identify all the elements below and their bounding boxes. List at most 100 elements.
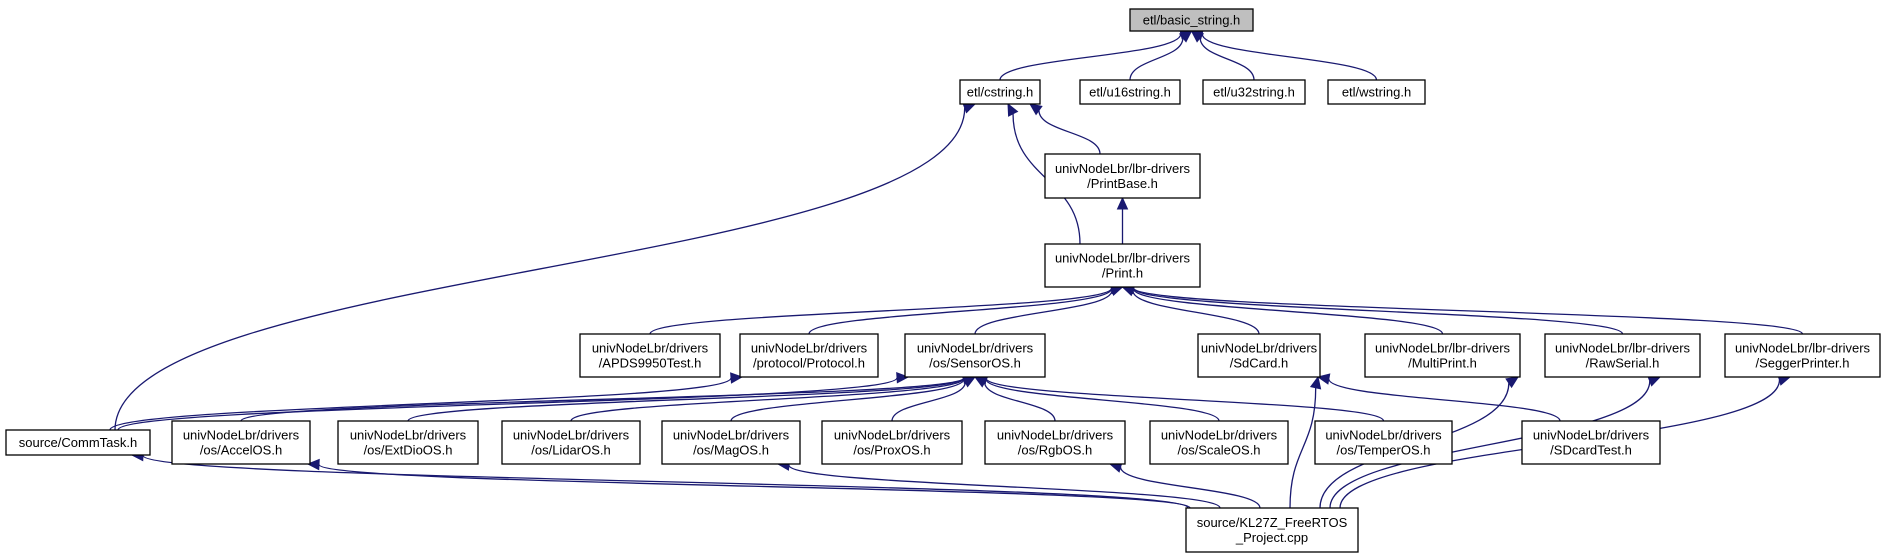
node-box[interactable]: [501, 420, 641, 465]
node-box[interactable]: [1129, 8, 1254, 32]
node-u32[interactable]: etl/u32string.h: [1202, 79, 1306, 105]
node-wstring[interactable]: etl/wstring.h: [1327, 79, 1426, 105]
node-box[interactable]: [984, 420, 1126, 465]
node-root[interactable]: etl/basic_string.h: [1129, 8, 1254, 32]
node-multiprint[interactable]: univNodeLbr/lbr-drivers/MultiPrint.h: [1364, 333, 1521, 378]
node-label-line: etl/u32string.h: [1213, 85, 1295, 100]
edge-line: [649, 287, 1113, 335]
edge-line: [891, 381, 966, 422]
node-lidaros[interactable]: univNodeLbr/drivers/os/LidarOS.h: [501, 420, 641, 465]
node-scaleos[interactable]: univNodeLbr/drivers/os/ScaleOS.h: [1149, 420, 1289, 465]
node-box[interactable]: [739, 333, 879, 378]
node-printbase[interactable]: univNodeLbr/lbr-drivers/PrintBase.h: [1044, 153, 1201, 199]
edge-arrowhead: [1116, 196, 1129, 210]
node-label-line: etl/basic_string.h: [1143, 13, 1241, 28]
node-box[interactable]: [1724, 333, 1881, 378]
edge-line: [985, 377, 1385, 422]
node-box[interactable]: [337, 420, 479, 465]
edge-line: [142, 454, 1189, 509]
node-label-line: /os/ProxOS.h: [853, 443, 930, 458]
node-label-line: univNodeLbr/lbr-drivers: [1055, 161, 1191, 176]
node-label-line: univNodeLbr/lbr-drivers: [1375, 341, 1511, 356]
edge-protocol-to-print: [808, 282, 1124, 335]
edge-arrowhead: [730, 372, 744, 384]
node-box[interactable]: [171, 420, 311, 465]
node-box[interactable]: [661, 420, 801, 465]
node-box[interactable]: [1197, 333, 1321, 378]
node-temperos[interactable]: univNodeLbr/drivers/os/TemperOS.h: [1314, 420, 1453, 465]
node-box[interactable]: [1185, 507, 1359, 553]
node-magos[interactable]: univNodeLbr/drivers/os/MagOS.h: [661, 420, 801, 465]
node-box[interactable]: [904, 333, 1046, 378]
edge-line: [1132, 290, 1260, 335]
edge-line: [318, 463, 1191, 509]
node-label-line: univNodeLbr/drivers: [183, 428, 300, 443]
edge-cstring-to-root: [999, 28, 1193, 81]
edge-line: [1199, 37, 1255, 81]
node-box[interactable]: [821, 420, 963, 465]
node-box[interactable]: [1044, 153, 1201, 199]
edge-line: [730, 378, 965, 422]
node-box[interactable]: [1202, 79, 1306, 105]
node-label-line: /os/LidarOS.h: [531, 443, 611, 458]
node-box[interactable]: [1314, 420, 1453, 465]
node-label-line: /os/RgbOS.h: [1018, 443, 1092, 458]
node-sensoros[interactable]: univNodeLbr/drivers/os/SensorOS.h: [904, 333, 1046, 378]
edge-arrowhead: [1505, 376, 1520, 389]
node-commtask[interactable]: source/CommTask.h: [5, 429, 151, 456]
edge-arrowhead: [1316, 373, 1331, 385]
node-sdcard[interactable]: univNodeLbr/drivers/SdCard.h: [1197, 333, 1321, 378]
edge-line: [1132, 288, 1444, 335]
node-box[interactable]: [1364, 333, 1521, 378]
node-sdcardtest[interactable]: univNodeLbr/drivers/SDcardTest.h: [1521, 420, 1661, 465]
node-label-line: /protocol/Protocol.h: [753, 356, 865, 371]
node-rgbos[interactable]: univNodeLbr/drivers/os/RgbOS.h: [984, 420, 1126, 465]
node-apds[interactable]: univNodeLbr/drivers/APDS9950Test.h: [579, 333, 721, 378]
node-label-line: etl/u16string.h: [1089, 85, 1171, 100]
node-label-line: univNodeLbr/drivers: [1533, 428, 1650, 443]
node-proxos[interactable]: univNodeLbr/drivers/os/ProxOS.h: [821, 420, 963, 465]
edge-line: [570, 377, 965, 422]
nodes-layer: etl/basic_string.h etl/cstring.h etl/u16st…: [5, 8, 1881, 553]
node-label-line: univNodeLbr/drivers: [751, 341, 868, 356]
edge-line: [1038, 110, 1101, 155]
edge-line: [1132, 287, 1624, 335]
edge-line: [1289, 387, 1317, 509]
node-box[interactable]: [1544, 333, 1701, 378]
node-segger[interactable]: univNodeLbr/lbr-drivers/SeggerPrinter.h: [1724, 333, 1881, 378]
edge-arrowhead: [1309, 375, 1322, 390]
node-label-line: univNodeLbr/drivers: [1325, 428, 1442, 443]
edge-sdcardtest-to-sdcard: [1316, 373, 1561, 422]
node-rawserial[interactable]: univNodeLbr/lbr-drivers/RawSerial.h: [1544, 333, 1701, 378]
node-box[interactable]: [959, 79, 1041, 105]
node-kl27z[interactable]: source/KL27Z_FreeRTOS_Project.cpp: [1185, 507, 1359, 553]
edge-line: [1328, 378, 1561, 422]
node-u16[interactable]: etl/u16string.h: [1079, 79, 1181, 105]
node-label-line: univNodeLbr/lbr-drivers: [1055, 251, 1191, 266]
node-box[interactable]: [579, 333, 721, 378]
edge-print-to-printbase: [1116, 196, 1129, 244]
node-box[interactable]: [5, 429, 151, 456]
node-label-line: etl/wstring.h: [1342, 85, 1411, 100]
node-accelos[interactable]: univNodeLbr/drivers/os/AccelOS.h: [171, 420, 311, 465]
edge-arrowhead: [1029, 103, 1043, 116]
node-extdioos[interactable]: univNodeLbr/drivers/os/ExtDioOS.h: [337, 420, 479, 465]
edge-kl27z-to-sdcard: [1289, 375, 1322, 509]
edge-line: [1129, 37, 1184, 81]
node-box[interactable]: [1327, 79, 1426, 105]
node-cstring[interactable]: etl/cstring.h: [959, 79, 1041, 105]
node-label-line: /Print.h: [1102, 266, 1143, 281]
edge-arrowhead: [306, 458, 320, 471]
node-box[interactable]: [1521, 420, 1661, 465]
node-label-line: /APDS9950Test.h: [599, 356, 702, 371]
node-label-line: /os/ExtDioOS.h: [364, 443, 453, 458]
node-label-line: /SDcardTest.h: [1550, 443, 1632, 458]
edges-layer: [109, 28, 1804, 509]
node-label-line: _Project.cpp: [1235, 530, 1308, 545]
node-box[interactable]: [1044, 243, 1201, 288]
node-protocol[interactable]: univNodeLbr/drivers/protocol/Protocol.h: [739, 333, 879, 378]
node-box[interactable]: [1079, 79, 1181, 105]
node-box[interactable]: [1149, 420, 1289, 465]
node-print[interactable]: univNodeLbr/lbr-drivers/Print.h: [1044, 243, 1201, 288]
